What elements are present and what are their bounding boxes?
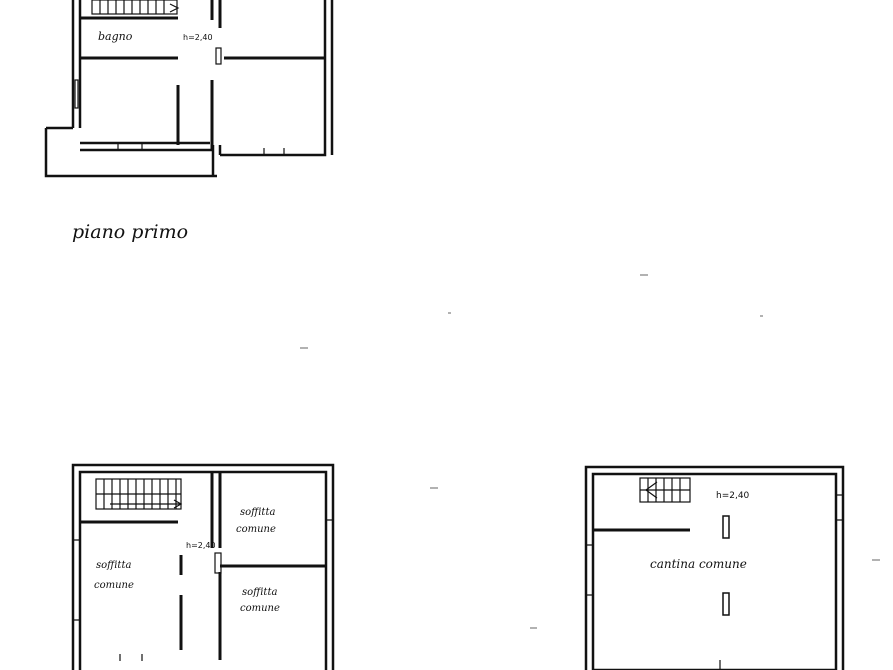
plan-first-floor: bagno h=2,40 xyxy=(44,0,334,178)
scan-marks xyxy=(300,274,880,629)
label-height-attic: h=2,40 xyxy=(186,541,216,550)
plan-attic: soffitta comune soffitta comune soffitta… xyxy=(71,463,335,670)
label-attic-tr-1: soffitta xyxy=(240,507,275,518)
label-attic-br-2: comune xyxy=(240,603,280,614)
label-attic-left-2: comune xyxy=(94,580,134,591)
stair-attic xyxy=(95,478,183,510)
label-cellar: cantina comune xyxy=(650,557,747,571)
label-height-top: h=2,40 xyxy=(183,33,213,42)
stair-top xyxy=(91,0,180,15)
label-attic-tr-2: comune xyxy=(236,524,276,535)
label-bathroom: bagno xyxy=(98,30,133,43)
stair-cellar xyxy=(639,477,691,503)
plan-cellar: h=2,40 cantina comune xyxy=(584,465,845,670)
label-attic-left-1: soffitta xyxy=(96,560,131,571)
caption-first-floor: piano primo xyxy=(72,221,188,243)
label-attic-br-1: soffitta xyxy=(242,587,277,598)
label-height-cellar: h=2,40 xyxy=(716,491,750,501)
